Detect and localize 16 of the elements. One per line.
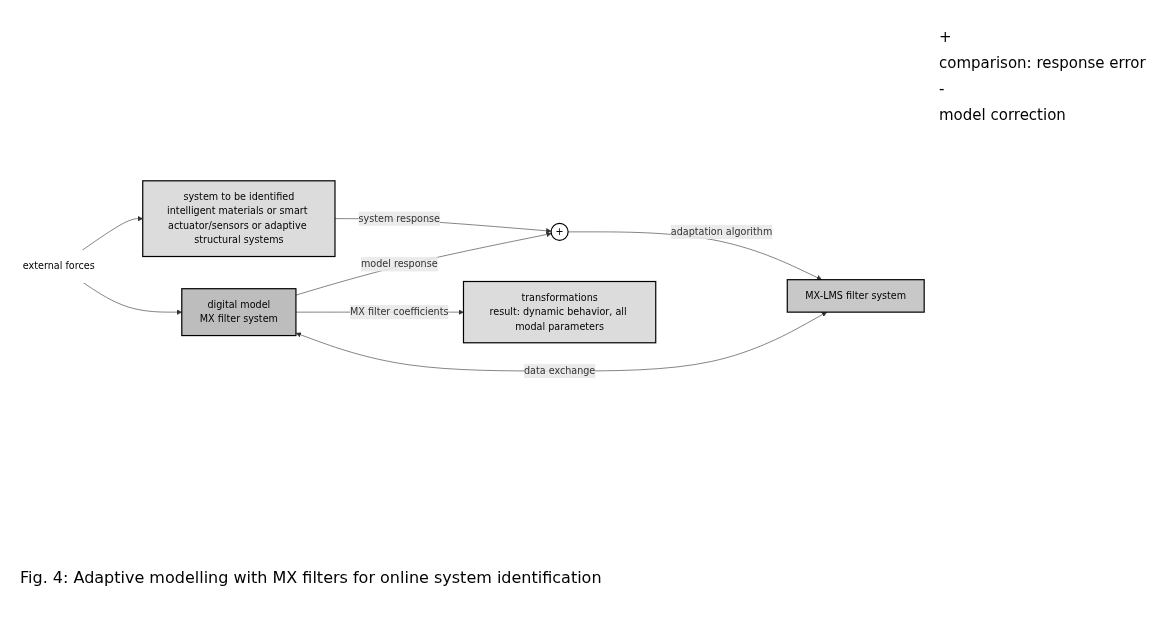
node-box: transformations result: dynamic behavior, all modal parameters: [462, 281, 657, 344]
edge-label: MX filter coefficients: [350, 306, 449, 319]
diagram-label: comparison: response error: [939, 54, 1147, 72]
edge-label: system response: [358, 213, 440, 225]
node-circle: +: [550, 223, 569, 242]
figure-caption: Fig. 4: Adaptive modelling with MX filters for online system identification: [19, 567, 603, 589]
node-box: digital model MX filter system: [181, 288, 297, 337]
diagram-label: +: [939, 28, 953, 46]
node-text: external forces: [22, 260, 95, 273]
node-box: MX-LMS filter system: [786, 279, 925, 314]
diagram-label: -: [939, 80, 946, 98]
edge-label: model response: [360, 258, 438, 271]
edge-label: adaptation algorithm: [670, 226, 773, 238]
diagram-label: model correction: [939, 106, 1067, 124]
node-box: system to be identified intelligent materials or smart actuator/sensors or adaptive structural systems: [142, 180, 336, 258]
edge-label: data exchange: [523, 365, 596, 377]
